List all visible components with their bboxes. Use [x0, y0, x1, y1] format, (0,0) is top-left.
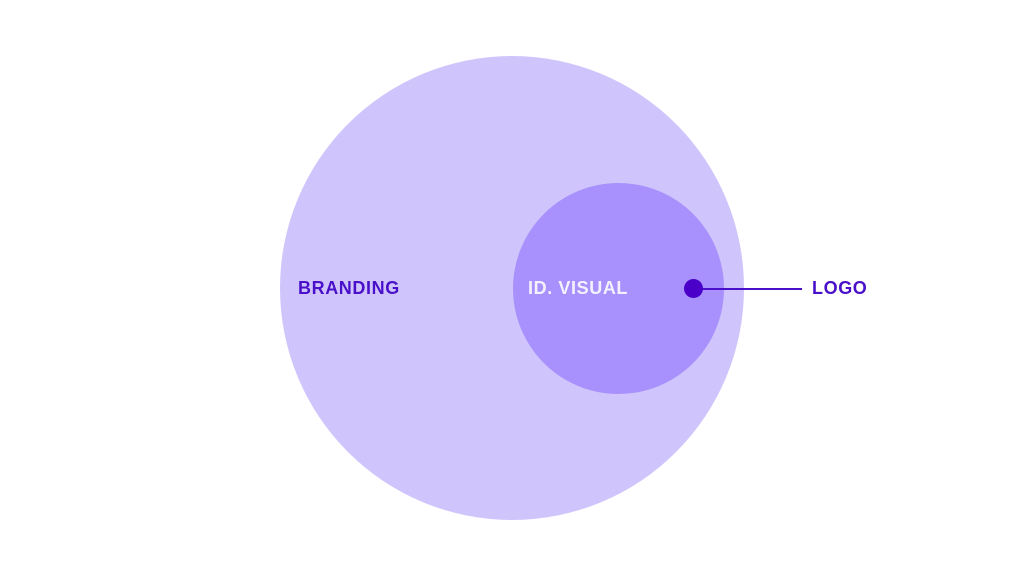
logo-leader-line [700, 288, 802, 290]
visual-identity-label: ID. VISUAL [528, 278, 629, 298]
logo-dot-icon [684, 279, 703, 298]
branding-label: BRANDING [298, 278, 400, 298]
logo-label: LOGO [812, 278, 868, 298]
